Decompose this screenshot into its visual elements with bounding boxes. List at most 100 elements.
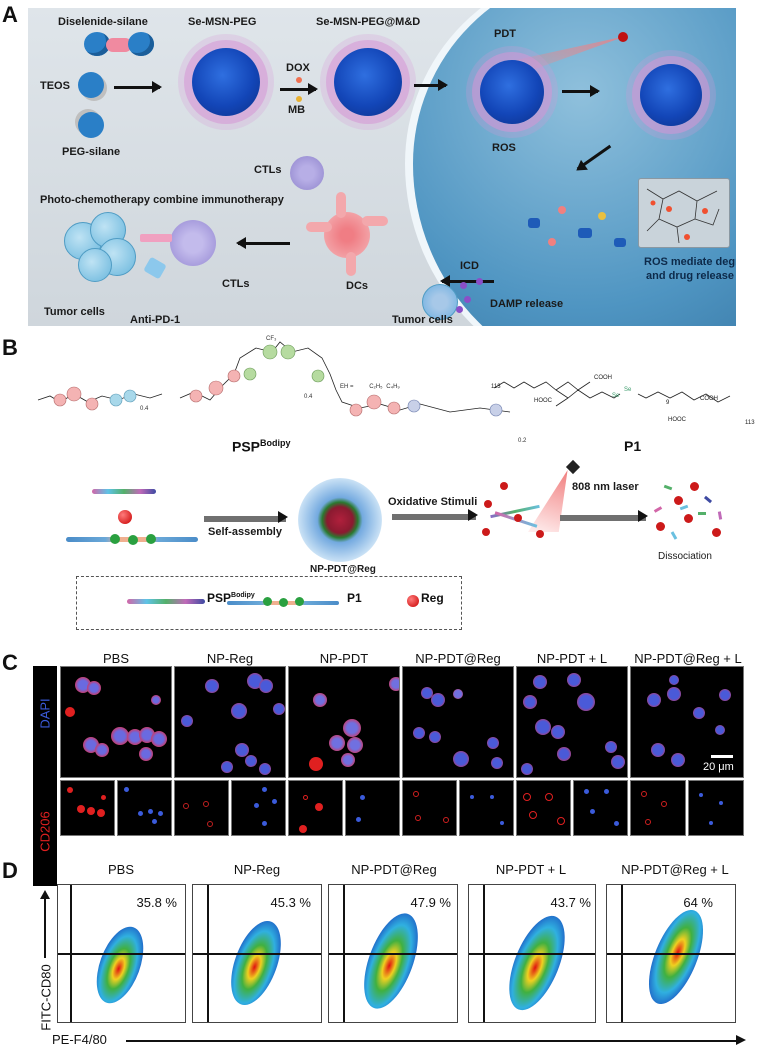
thumb-cd206-np-pdt-reg-l — [630, 780, 686, 836]
peg-silane-molecule — [78, 112, 104, 138]
label-ctls-top: CTLs — [254, 164, 282, 176]
pdt-nanoparticle — [480, 60, 544, 124]
anti-pd1-antibody — [143, 256, 167, 280]
eh-sub2: C₄H₉ — [386, 384, 400, 390]
legend-psp-label: PSPBodipy — [207, 591, 255, 605]
label-np-pdt-reg: NP-PDT@Reg — [310, 564, 376, 575]
label-anti-pd1: Anti-PD-1 — [130, 314, 181, 326]
label-dcs: DCs — [346, 280, 369, 292]
subscript-113-b: 113 — [745, 420, 755, 426]
thumb-cd206-pbs — [60, 780, 115, 836]
subscript-113-a: 113 — [491, 384, 501, 390]
d-title-np-pdt-reg: NP-PDT@Reg — [351, 862, 437, 877]
reg-sphere — [118, 510, 132, 524]
p1-chain — [66, 534, 198, 545]
panel-letter-b: B — [2, 335, 18, 360]
micrograph-merged-pbs — [60, 666, 172, 778]
tcr-mhc-binding — [140, 234, 172, 242]
degradation-debris — [518, 198, 638, 258]
thumb-dapi-pbs — [117, 780, 172, 836]
subscript-0-4-a: 0.4 — [140, 406, 149, 412]
subscript-0-4-b: 0.4 — [304, 394, 313, 400]
arrow-oxidative — [392, 509, 478, 521]
dissociating-chains — [480, 480, 560, 540]
percent-np-pdt-reg: 47.9 % — [410, 895, 451, 910]
micrograph-merged-np-pdt — [288, 666, 400, 778]
label-peg-silane: PEG-silane — [62, 146, 121, 158]
label-mb: MB — [288, 104, 306, 116]
teos-molecule — [78, 72, 104, 98]
laser-device-icon — [565, 459, 581, 475]
np-pdt-reg-micelle — [298, 478, 382, 562]
micrograph-merged-np-pdt-reg — [402, 666, 514, 778]
panel-letter-c: C — [2, 650, 18, 675]
flow-plot-np-reg: 45.3 % — [192, 884, 322, 1023]
label-se-msn-peg-md: Se-MSN-PEG@M&D — [316, 16, 421, 28]
arrow-activation — [236, 237, 290, 249]
x-axis-arrow — [126, 1035, 746, 1045]
label-damp-release: DAMP release — [490, 298, 564, 310]
arrow-synthesis — [114, 81, 162, 93]
arrow-to-cell — [414, 79, 448, 91]
label-icd: ICD — [460, 260, 479, 272]
channel-label-cd206: CD206 — [37, 811, 53, 852]
ctl-cell-top — [290, 156, 324, 190]
percent-np-pdt-l: 43.7 % — [550, 895, 591, 910]
label-diselenide-silane: Diselenide-silane — [58, 16, 148, 28]
drug-loaded-nanoparticle — [334, 48, 402, 116]
se-msn-peg-nanoparticle — [192, 48, 260, 116]
tumor-cell-cluster — [64, 212, 142, 284]
label-cooh-2: COOH — [700, 396, 718, 402]
flow-plot-np-pdt-reg: 47.9 % — [328, 884, 458, 1023]
label-hooc-2: HOOC — [668, 417, 686, 423]
label-ros: ROS — [492, 142, 516, 154]
label-ctls-bottom: CTLs — [222, 278, 250, 290]
label-dox: DOX — [286, 62, 310, 74]
panel-a-schematic: Diselenide-silane TEOS PEG-silane Se-MSN… — [28, 8, 736, 326]
thumb-cd206-np-pdt-l — [516, 780, 571, 836]
arrow-self-assembly — [204, 511, 288, 523]
dox-dot-icon — [296, 77, 302, 83]
d-title-np-pdt-l: NP-PDT + L — [495, 862, 567, 877]
thumb-dapi-np-pdt-reg — [459, 780, 514, 836]
dissociated-fragments — [650, 478, 730, 548]
label-se-msn-peg: Se-MSN-PEG — [188, 16, 257, 28]
psp-superscript: Bodipy — [260, 438, 291, 448]
label-se-1: Se — [612, 393, 620, 399]
micrograph-merged-np-pdt-reg-l: 20 μm — [630, 666, 744, 778]
mb-dot-icon — [296, 96, 302, 102]
arrow-icd — [440, 275, 494, 287]
flow-plot-np-pdt-reg-l: 64 % — [606, 884, 736, 1023]
laser-source-icon — [618, 32, 628, 42]
subscript-9: 9 — [666, 400, 670, 406]
legend-reg-label: Reg — [421, 591, 444, 605]
thumb-dapi-np-pdt — [345, 780, 400, 836]
thumb-cd206-np-reg — [174, 780, 229, 836]
label-cooh-1: COOH — [594, 375, 612, 381]
channel-label-strip: DAPI CD206 — [33, 666, 57, 886]
legend-p1-label: P1 — [347, 591, 362, 605]
label-pdt: PDT — [494, 28, 516, 40]
label-psp-bodipy: PSPBodipy — [232, 438, 291, 455]
legend-psp-chain-icon — [127, 599, 205, 604]
col-title-np-pdt: NP-PDT — [319, 651, 369, 666]
label-photo-chemo-immuno: Photo-chemotherapy combine immunotherapy — [40, 194, 284, 206]
subscript-0-2: 0.2 — [518, 438, 527, 444]
panel-letter-a: A — [2, 2, 18, 27]
legend-p1-chain-icon — [227, 597, 339, 607]
col-title-np-pdt-l: NP-PDT + L — [536, 651, 608, 666]
x-axis-label: PE-F4/80 — [52, 1032, 107, 1047]
label-teos: TEOS — [40, 80, 70, 92]
percent-np-reg: 45.3 % — [270, 895, 311, 910]
col-title-pbs: PBS — [102, 651, 129, 666]
eh-sub1: C₂H₅ — [369, 384, 383, 390]
label-cf3: CF₃ — [266, 336, 277, 342]
thumb-cd206-np-pdt — [288, 780, 343, 836]
eh-equals-label: EH = — [340, 384, 354, 390]
dying-tumor-cell — [422, 284, 458, 320]
thumb-dapi-np-pdt-l — [573, 780, 628, 836]
label-tumor-cells-right: Tumor cells — [392, 314, 453, 326]
micrograph-merged-np-pdt-l — [516, 666, 628, 778]
label-808nm-laser: 808 nm laser — [572, 481, 639, 493]
scale-bar — [711, 755, 733, 758]
